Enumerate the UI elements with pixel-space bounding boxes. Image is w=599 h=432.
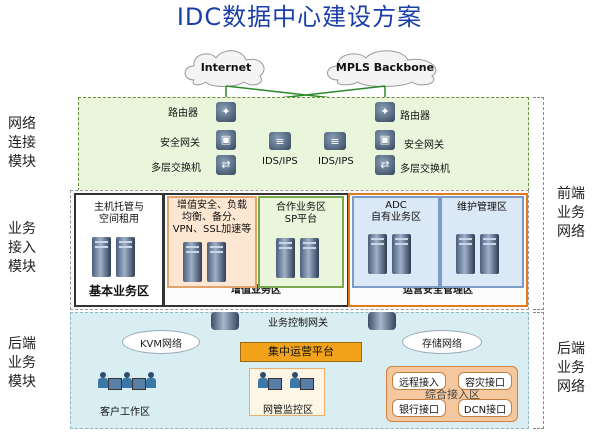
maint-zone-sub: 维护管理区 (457, 202, 507, 213)
router-icon: ✦ (216, 102, 236, 122)
label-access-module: 业务 接入 模块 (8, 221, 36, 275)
ids-ips-label-1: IDS/IPS (262, 156, 298, 167)
value-added-sub-zone: 增值安全、负载 均衡、备分、 VPN、SSL加速等 (167, 196, 257, 288)
firewall-icon: ▣ (216, 130, 236, 150)
server-icon (392, 234, 411, 274)
network-module-area (78, 97, 529, 191)
internet-cloud: Internet (180, 46, 272, 88)
switch-icon: ⇄ (216, 155, 236, 175)
ids-ips-icon: ≡ (324, 132, 346, 150)
page-title: IDC数据中心建设方案 (176, 3, 423, 31)
basic-zone-name: 基本业务区 (88, 284, 149, 298)
remote-access-pill: 远程接入 (392, 372, 446, 390)
integrated-access-label: 综合接入区 (425, 388, 480, 401)
backend-bracket (533, 312, 544, 429)
cloud-icon (327, 50, 437, 87)
router-label-left: 路由器 (168, 108, 198, 119)
central-ops-platform: 集中运营平台 (240, 342, 362, 362)
gateway-device-icon (211, 312, 239, 330)
adc-sub-zone: ADC 自有业务区 (352, 196, 440, 288)
ops-zone-name: 运营安全管理区 (403, 285, 473, 296)
server-icon (456, 234, 475, 274)
dcn-interface-pill: DCN接口 (458, 399, 512, 417)
internet-label: Internet (200, 60, 252, 74)
basic-zone-sub: 主机托管与 空间租用 (94, 202, 144, 225)
gateway-device-icon (368, 312, 396, 330)
person-icon (258, 372, 268, 388)
storage-network-oval: 存储网络 (402, 330, 482, 354)
server-icon (92, 237, 111, 277)
basic-business-zone: 主机托管与 空间租用 基本业务区 (74, 193, 164, 307)
gateway-label: 业务控制网关 (268, 318, 328, 329)
server-icon (276, 238, 295, 278)
bank-interface-pill: 银行接口 (392, 399, 446, 417)
router-icon: ✦ (375, 102, 395, 122)
partner-zone-sub: 合作业务区 SP平台 (276, 202, 326, 225)
person-icon (122, 372, 132, 388)
monitor-icon (108, 378, 122, 390)
ids-ips-icon: ≡ (269, 132, 291, 150)
label-network-module: 网络 连接 模块 (8, 116, 36, 170)
server-icon (116, 237, 135, 277)
person-icon (98, 372, 108, 388)
mpls-label: MPLS Backbone (335, 60, 435, 74)
person-icon (290, 372, 300, 388)
switch-label-left: 多层交换机 (151, 163, 201, 174)
monitor-icon (132, 378, 146, 390)
server-icon (207, 242, 226, 282)
maintenance-sub-zone: 维护管理区 (440, 196, 524, 288)
frontend-bracket (533, 97, 544, 310)
switch-icon: ⇄ (375, 155, 395, 175)
value-zone-name: 增值业务区 (231, 285, 281, 296)
adc-zone-sub: ADC 自有业务区 (371, 200, 421, 223)
firewall-label-right: 安全网关 (404, 140, 444, 151)
switch-label-right: 多层交换机 (400, 164, 450, 175)
person-icon (146, 372, 156, 388)
nms-area-label: 网管监控区 (263, 405, 313, 416)
value-zone-sub: 增值安全、负载 均衡、备分、 VPN、SSL加速等 (172, 200, 252, 235)
partner-sub-zone: 合作业务区 SP平台 (258, 196, 344, 288)
label-backend-network: 后端 业务 网络 (557, 341, 585, 395)
disaster-recovery-pill: 容灾接口 (458, 372, 512, 390)
label-frontend-network: 前端 业务 网络 (557, 186, 585, 240)
cloud-icon (184, 50, 265, 87)
ids-ips-label-2: IDS/IPS (318, 156, 354, 167)
label-backend-module: 后端 业务 模块 (8, 336, 36, 390)
mpls-cloud: MPLS Backbone (322, 46, 448, 88)
monitor-icon (268, 378, 282, 390)
monitor-icon (300, 378, 314, 390)
server-icon (300, 238, 319, 278)
router-label-right: 路由器 (400, 111, 430, 122)
client-area-label: 客户工作区 (100, 407, 150, 418)
firewall-icon: ▣ (375, 130, 395, 150)
server-icon (368, 234, 387, 274)
firewall-label-left: 安全网关 (160, 138, 200, 149)
server-icon (480, 234, 499, 274)
kvm-network-oval: KVM网络 (122, 330, 200, 354)
server-icon (183, 242, 202, 282)
